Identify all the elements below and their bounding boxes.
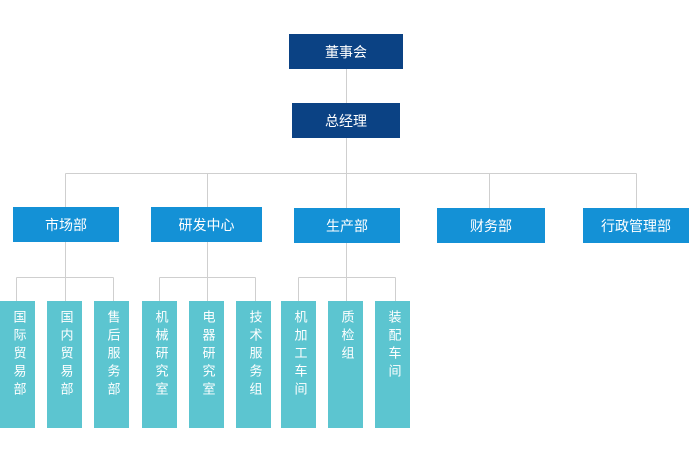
department-label: 生产部 [326,218,368,235]
department-label: 研发中心 [178,217,235,234]
unit-label: 国际贸易部 [10,310,26,400]
department-rd-center: 研发中心 [151,207,262,242]
unit-label: 机械研究室 [152,310,168,400]
board-node: 董事会 [289,34,403,69]
unit-label: 质检组 [338,310,354,364]
unit-after-sales: 售后服务部 [94,301,129,428]
department-label: 财务部 [470,218,512,235]
board-label: 董事会 [325,44,367,61]
unit-label: 国内贸易部 [57,310,73,400]
unit-label: 售后服务部 [104,310,120,400]
unit-label: 装配车间 [385,310,401,382]
unit-electrical-lab: 电器研究室 [189,301,224,428]
unit-assembly-workshop: 装配车间 [375,301,410,428]
department-label: 市场部 [45,217,87,234]
unit-quality-inspection: 质检组 [328,301,363,428]
unit-label: 机加工车间 [291,310,307,400]
unit-mechanical-lab: 机械研究室 [142,301,177,428]
general-manager-node: 总经理 [292,103,400,138]
unit-international-trade: 国际贸易部 [0,301,35,428]
unit-label: 技术服务组 [246,310,262,400]
unit-label: 电器研究室 [199,310,215,400]
unit-machining-workshop: 机加工车间 [281,301,316,428]
department-finance: 财务部 [437,208,545,243]
department-market: 市场部 [13,207,119,242]
general-manager-label: 总经理 [325,113,367,130]
unit-domestic-trade: 国内贸易部 [47,301,82,428]
department-production: 生产部 [294,208,400,243]
department-label: 行政管理部 [601,218,671,235]
department-administration: 行政管理部 [583,208,689,243]
unit-technical-service: 技术服务组 [236,301,271,428]
